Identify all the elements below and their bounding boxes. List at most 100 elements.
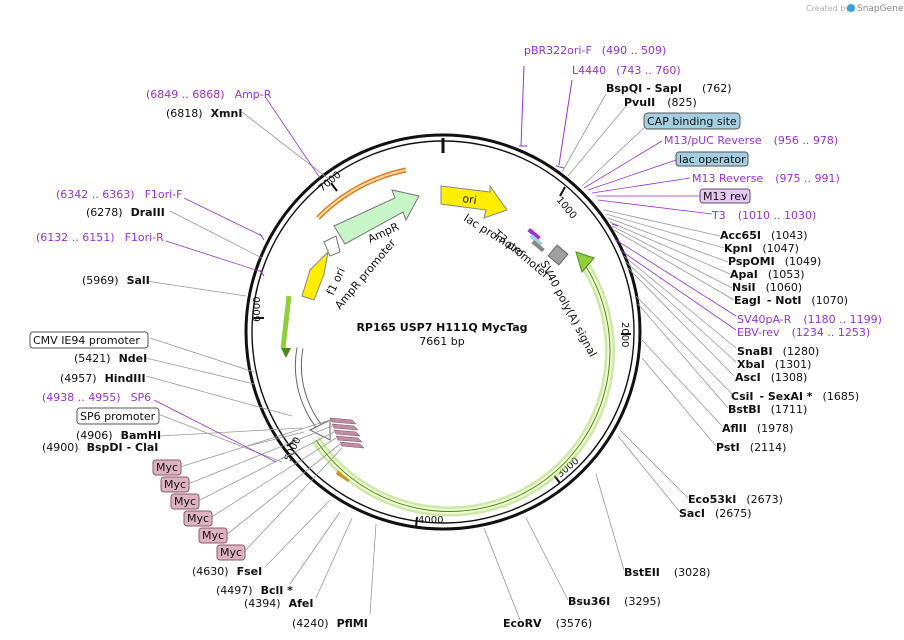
lac-operator-label: lac operator <box>679 153 746 166</box>
right-feature2-leaders <box>615 239 737 331</box>
snapgene-logo-icon <box>847 4 855 12</box>
myc-label-2: Myc <box>164 478 186 491</box>
site-xbai: XbaI(1301) <box>737 358 811 371</box>
site-hindiii: (4957)HindIII <box>60 372 146 385</box>
plasmid-name: RP165 USP7 H111Q MycTag <box>356 321 527 334</box>
site-bsu36i: Bsu36I(3295) <box>568 595 661 608</box>
site-bstbi: BstBI(1711) <box>728 403 807 416</box>
lac-operator-box-label <box>675 151 749 167</box>
myc-label-3: Myc <box>174 495 196 508</box>
site-nsii: NsiI(1060) <box>732 281 802 294</box>
lac-promoter-box <box>527 228 541 241</box>
site-bspqi: BspQI- SapI(762) <box>606 82 732 95</box>
myc-tag-cluster <box>329 417 365 449</box>
cap-binding-box <box>643 112 741 130</box>
pbr322-label: pBR322ori-F(490 .. 509) <box>524 44 666 57</box>
tick-label-4000: 4000 <box>418 515 443 526</box>
myc-box-5 <box>198 527 228 544</box>
site-eagi: EagI- NotI(1070) <box>734 294 848 307</box>
site-ndei: (5421)NdeI <box>74 352 147 365</box>
myc-box-3 <box>170 493 200 510</box>
l4440-label: L4440(743 .. 760) <box>572 64 681 77</box>
lac-operator-box <box>529 233 543 247</box>
credit-prefix: Created by <box>806 4 850 13</box>
site-psti: PstI(2114) <box>716 441 786 454</box>
sp6-promoter-box <box>76 407 160 425</box>
site-saci: SacI(2675) <box>679 507 752 520</box>
site-sali: (5969)SalI <box>82 274 150 287</box>
site-pflmi: (4240)PflMI <box>292 617 368 630</box>
credit-brand: SnapGene <box>857 4 904 14</box>
ebv-rev: EBV-rev(1234 .. 1253) <box>737 326 870 339</box>
bottom-leaders <box>265 499 377 615</box>
left-white-arrowhead <box>308 419 331 441</box>
site-csii: CsiI- SexAI *(1685) <box>731 390 859 403</box>
tick-label-2000: 2000 <box>619 322 630 347</box>
plasmid-length: 7661 bp <box>419 335 464 348</box>
amp-r-feature: (6849 .. 6868)Amp-R <box>146 88 272 101</box>
myc-label-4: Myc <box>187 512 209 525</box>
left-site-leaders <box>145 111 331 463</box>
sp6-promoter-label: SP6 promoter <box>80 410 156 423</box>
site-snabi: SnaBI(1280) <box>737 345 819 358</box>
m13-rev-box <box>699 188 751 204</box>
ampr-arrow <box>333 189 420 245</box>
backbone-outer-ring <box>244 133 642 531</box>
left-feature-leaders <box>153 97 321 463</box>
m13-reverse: M13 Reverse(975 .. 991) <box>692 172 840 185</box>
site-apai: ApaI(1053) <box>730 268 804 281</box>
tick-label-1000: 1000 <box>554 195 579 222</box>
f1ori-r: (6132 .. 6151)F1ori-R <box>36 231 164 244</box>
site-bcli: (4497)BclI * <box>216 584 293 597</box>
pbr322-leader <box>520 65 525 147</box>
sv40-polya-box <box>547 244 569 266</box>
ori-arrow <box>440 184 508 219</box>
myc-label-1: Myc <box>156 461 178 474</box>
myc-box-2 <box>160 476 190 493</box>
site-fsei: (4630)FseI <box>192 565 262 578</box>
site-draiii: (6278)DraIII <box>86 206 165 219</box>
sv40pa-r: SV40pA-R(1180 .. 1199) <box>737 313 882 326</box>
left-green-feature <box>280 295 292 349</box>
cmv-promoter-box <box>29 331 149 349</box>
site-xmni: (6818)XmnI <box>166 107 242 120</box>
insert-arc-outline <box>315 261 611 512</box>
site-kpni: KpnI(1047) <box>724 242 799 255</box>
myc-label-5: Myc <box>202 529 224 542</box>
site-bsteii: BstEII(3028) <box>624 566 710 579</box>
site-asci: AscI(1308) <box>735 371 807 384</box>
insert-arrowhead <box>575 251 595 274</box>
sv40pa-mark <box>611 223 619 227</box>
right-mid-leaders <box>603 209 735 301</box>
myc-box-1 <box>152 459 182 476</box>
m13-puc-reverse: M13/pUC Reverse(956 .. 978) <box>664 134 838 147</box>
tick-label-6000: 6000 <box>252 297 263 322</box>
right-low-leaders <box>483 255 737 621</box>
myc-box-4 <box>183 510 213 527</box>
left-green-arrowhead <box>281 348 291 358</box>
site-aflii: AflII(1978) <box>722 422 793 435</box>
site-bspdi: (4900)BspDI- ClaI <box>42 441 158 454</box>
f1-ori-arrow <box>301 250 329 301</box>
orange-feature-arc-top-core <box>317 169 407 219</box>
f1ori-r-mark <box>259 269 265 277</box>
f1ori-f: (6342 .. 6363)F1ori-F <box>56 188 183 201</box>
l4440-leader <box>558 79 573 166</box>
tick-marks <box>254 182 631 528</box>
site-pvuii: PvuII(825) <box>624 96 697 109</box>
site-eco53ki: Eco53kI(2673) <box>688 493 783 506</box>
site-ecorv: EcoRV(3576) <box>503 617 592 630</box>
right-feature-leaders <box>583 140 713 215</box>
l4440-mark <box>555 165 565 169</box>
sp6-feature: (4938 .. 4955)SP6 <box>42 391 151 404</box>
cmv-promoter-label: CMV IE94 promoter <box>33 334 140 347</box>
right-top-leaders <box>561 93 645 187</box>
myc-label-6: Myc <box>220 546 242 559</box>
myc-box-6 <box>216 544 246 561</box>
cap-binding-label: CAP binding site <box>647 115 737 128</box>
ori-label: ori <box>462 192 478 207</box>
m13-rev-label: M13 rev <box>703 190 748 203</box>
f1ori-f-mark <box>259 233 265 241</box>
